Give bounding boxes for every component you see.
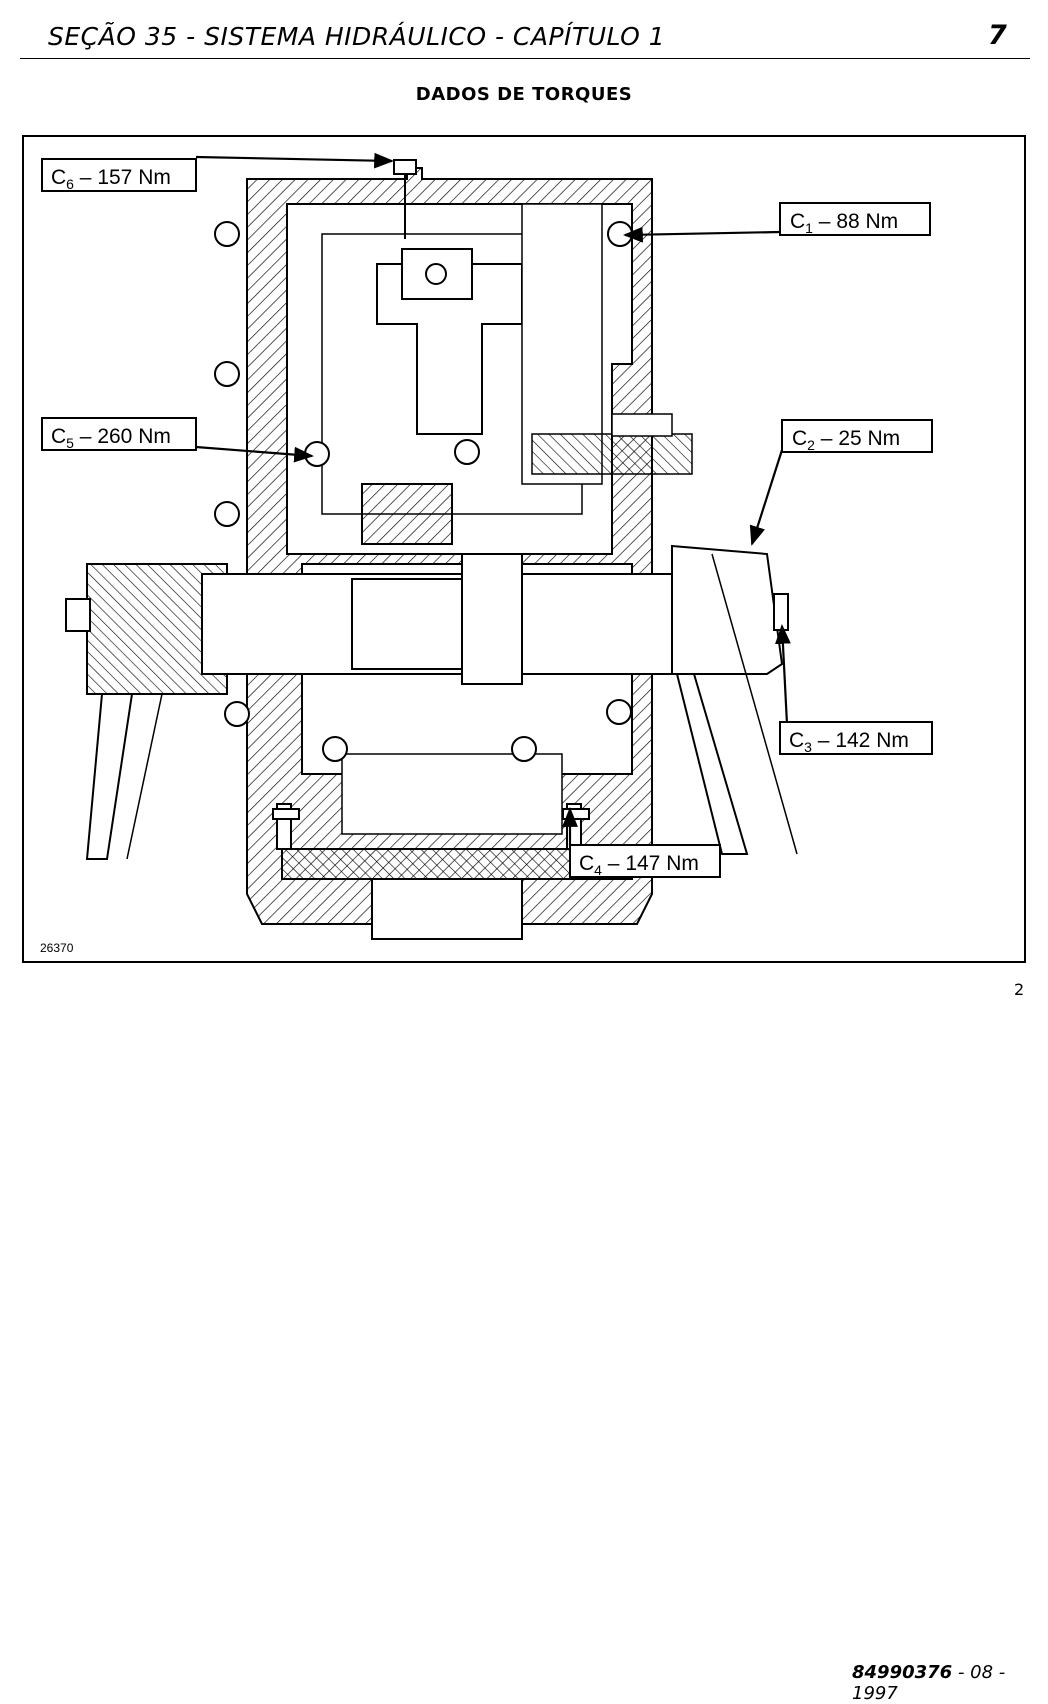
svg-text:C6 – 157 Nm: C6 – 157 Nm: [51, 166, 171, 192]
svg-text:C1 – 88 Nm: C1 – 88 Nm: [790, 210, 898, 236]
doc-number: 84990376: [852, 1662, 953, 1683]
leader-lines: [195, 152, 791, 847]
header-rule: [20, 58, 1030, 59]
svg-text:C4 – 147 Nm: C4 – 147 Nm: [579, 852, 699, 878]
callout-c2: C2 – 25 Nm: [781, 419, 933, 453]
figure-number: 2: [1014, 980, 1025, 999]
svg-text:C3 – 142 Nm: C3 – 142 Nm: [789, 729, 909, 755]
page-title: DADOS DE TORQUES: [415, 84, 633, 105]
callout-c6: C6 – 157 Nm: [41, 158, 197, 192]
footer: 84990376 - 08 - 1997: [852, 1662, 1048, 1704]
page-number: 7: [988, 20, 1007, 51]
hydraulic-assembly-figure: C6 – 157 Nm C1 – 88 Nm C5 – 260 Nm C2 – …: [22, 135, 1026, 963]
figure-ref-code: 26370: [40, 941, 74, 955]
callout-c1: C1 – 88 Nm: [779, 202, 931, 236]
svg-text:C2 – 25 Nm: C2 – 25 Nm: [792, 427, 900, 453]
callout-c3: C3 – 142 Nm: [779, 721, 933, 755]
main-shaft: [65, 159, 798, 860]
svg-text:C5 – 260 Nm: C5 – 260 Nm: [51, 425, 171, 451]
callout-c4: C4 – 147 Nm: [569, 844, 721, 878]
callout-c5: C5 – 260 Nm: [41, 417, 197, 451]
section-header: SEÇÃO 35 - SISTEMA HIDRÁULICO - CAPÍTULO…: [48, 22, 666, 51]
